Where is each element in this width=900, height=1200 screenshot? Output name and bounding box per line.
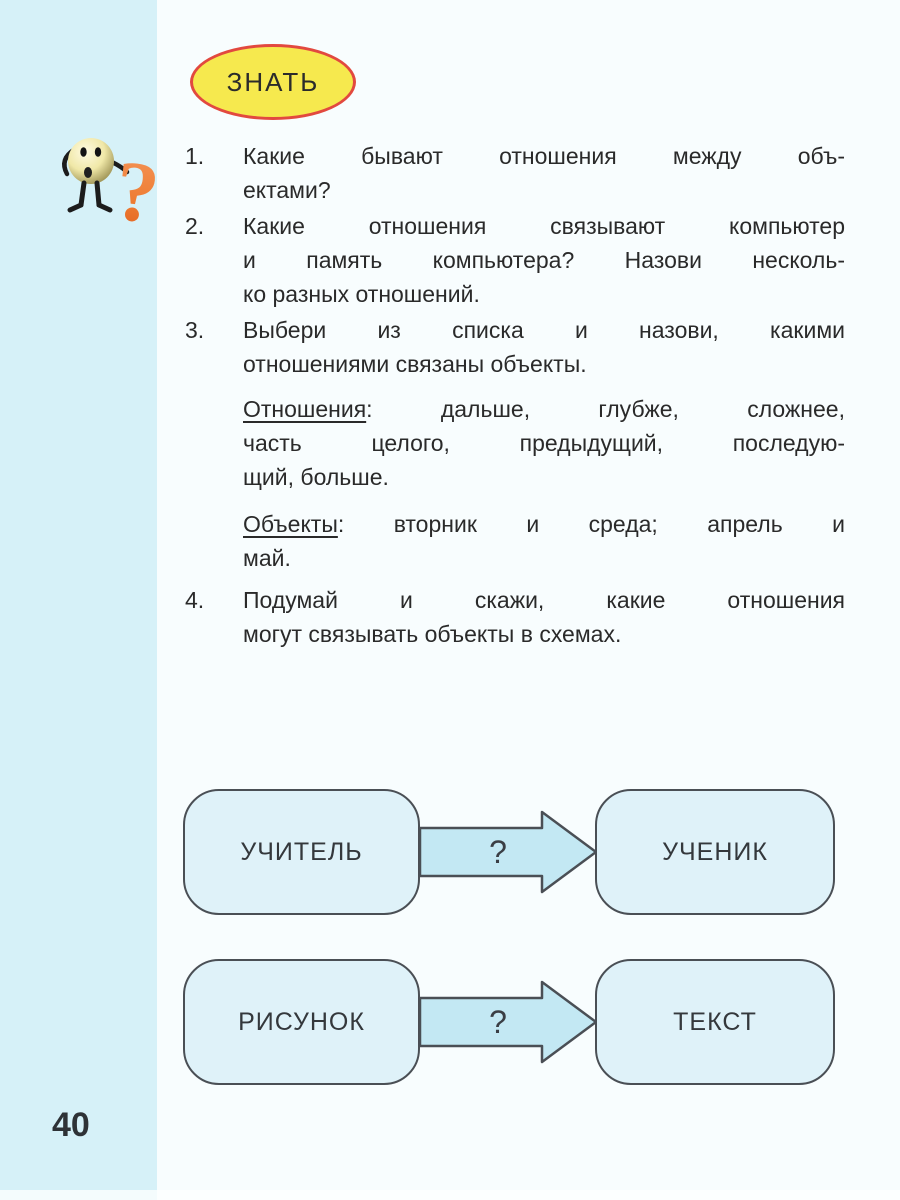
- objects-term: Объекты: [243, 511, 338, 537]
- question-text-line: Какие отношения связывают компьютер: [243, 213, 845, 239]
- svg-text:?: ?: [111, 142, 164, 242]
- objects-list-line: май.: [243, 545, 291, 571]
- page-number: 40: [52, 1106, 90, 1144]
- relations-values: : дальше, глубже, сложнее,: [366, 396, 845, 422]
- diagram-node-from: РИСУНОК: [183, 959, 420, 1085]
- question-text-line: и память компьютера? Назови несколь-: [243, 247, 845, 273]
- know-badge: ЗНАТЬ: [190, 44, 356, 120]
- relations-list: Отношения: дальше, глубже, сложнее, част…: [243, 392, 845, 494]
- diagram-node-label: УЧЕНИК: [662, 837, 768, 866]
- question-number: 2.: [185, 213, 205, 239]
- page-bottom-fade: [0, 1190, 900, 1200]
- diagram-node-to: ТЕКСТ: [595, 959, 835, 1085]
- diagram-node-to: УЧЕНИК: [595, 789, 835, 915]
- question-item-1: 1. Какие бывают отношения между объ- ект…: [185, 139, 845, 207]
- relations-list-first-line: Отношения: дальше, глубже, сложнее,: [243, 392, 845, 426]
- diagram-row-teacher-pupil: УЧИТЕЛЬ ? УЧЕНИК: [0, 789, 900, 915]
- question-text-line: отношениями связаны объекты.: [243, 351, 587, 377]
- diagram-node-label: ТЕКСТ: [673, 1007, 757, 1036]
- question-item-4: 4. Подумай и скажи, какие отношения могу…: [185, 583, 845, 651]
- know-badge-label: ЗНАТЬ: [226, 66, 320, 97]
- question-number: 4.: [185, 587, 205, 613]
- question-text-line: Выбери из списка и назови, какими: [243, 317, 845, 343]
- question-list: 1. Какие бывают отношения между объ- ект…: [185, 139, 845, 651]
- question-text-line: могут связывать объекты в схемах.: [243, 621, 622, 647]
- question-text-line: Подумай и скажи, какие отношения: [243, 587, 845, 613]
- diagram-node-label: УЧИТЕЛЬ: [240, 837, 363, 866]
- question-text-line: ко разных отношений.: [243, 281, 480, 307]
- question-text-line: ектами?: [243, 177, 331, 203]
- relation-question-label: ?: [489, 834, 507, 870]
- question-text-line: Какие бывают отношения между объ-: [243, 143, 845, 169]
- objects-list-first-line: Объекты: вторник и среда; апрель и: [243, 507, 845, 541]
- question-mascot-icon: ?: [62, 138, 164, 242]
- diagram-row-picture-text: РИСУНОК ? ТЕКСТ: [0, 959, 900, 1085]
- relations-list-line: щий, больше.: [243, 464, 389, 490]
- relation-question-label: ?: [489, 1004, 507, 1040]
- diagram-node-from: УЧИТЕЛЬ: [183, 789, 420, 915]
- relation-arrow-icon: [418, 980, 598, 1064]
- diagram-node-label: РИСУНОК: [238, 1007, 365, 1036]
- question-item-3: 3. Выбери из списка и назови, какими отн…: [185, 313, 845, 381]
- relations-list-line: часть целого, предыдущий, последую-: [243, 430, 845, 456]
- question-item-2: 2. Какие отношения связывают компьютер и…: [185, 209, 845, 311]
- relation-arrow-icon: [418, 810, 598, 894]
- left-margin-strip: [0, 0, 157, 1200]
- question-number: 3.: [185, 317, 205, 343]
- question-number: 1.: [185, 143, 205, 169]
- objects-list: Объекты: вторник и среда; апрель и май.: [243, 507, 845, 575]
- relations-term: Отношения: [243, 396, 367, 422]
- objects-values: : вторник и среда; апрель и: [337, 511, 845, 537]
